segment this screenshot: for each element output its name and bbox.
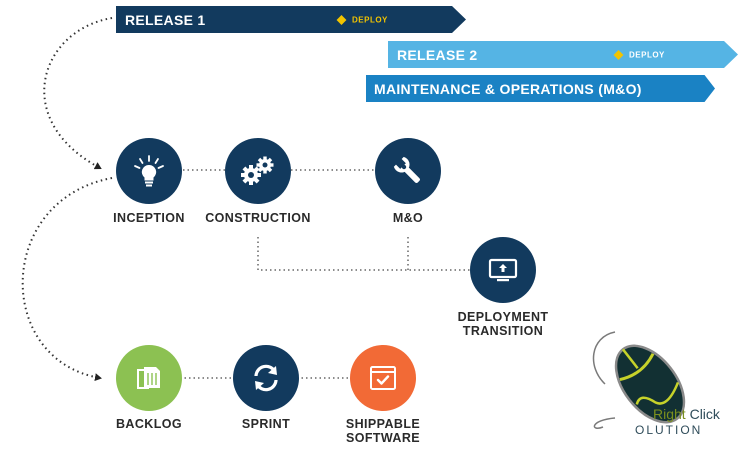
backlog-node bbox=[116, 345, 182, 411]
construction-node bbox=[225, 138, 291, 204]
logo-word-click: Click bbox=[689, 406, 720, 422]
mo-banner: MAINTENANCE & OPERATIONS (M&O) bbox=[366, 75, 715, 102]
documents-icon bbox=[137, 367, 160, 389]
sprint-label: SPRINT bbox=[241, 417, 291, 431]
refresh-cycle-icon bbox=[254, 364, 278, 392]
inception-to-backlog-arrow bbox=[21, 177, 113, 382]
computer-mouse-logo-icon bbox=[592, 331, 686, 429]
monitor-upload-icon bbox=[488, 258, 518, 282]
inception-label: INCEPTION bbox=[113, 211, 185, 225]
logo-wordmark: Right Click bbox=[653, 406, 720, 422]
deployment-connector bbox=[257, 237, 470, 271]
release-2-label: RELEASE 2 bbox=[397, 46, 478, 63]
shippable-software-node bbox=[350, 345, 416, 411]
construction-label: CONSTRUCTION bbox=[205, 211, 311, 225]
shippable-label-line1: SHIPPABLE bbox=[345, 417, 421, 431]
logo-word-solution: OLUTION bbox=[635, 423, 703, 437]
release-1-label: RELEASE 1 bbox=[125, 11, 206, 28]
checked-window-icon bbox=[370, 366, 396, 390]
deploy-diamond-icon bbox=[613, 49, 624, 60]
release-to-inception-arrow bbox=[43, 17, 113, 170]
right-click-solution-logo: Right Click OLUTION bbox=[585, 322, 745, 440]
backlog-label: BACKLOG bbox=[116, 417, 182, 431]
logo-word-right: Right bbox=[653, 406, 686, 422]
lightbulb-icon bbox=[134, 155, 164, 187]
release-1-banner: RELEASE 1 DEPLOY bbox=[116, 6, 466, 33]
inception-node bbox=[116, 138, 182, 204]
deploy-diamond-icon bbox=[336, 14, 347, 25]
gears-icon bbox=[241, 156, 274, 185]
mo-label: M&O bbox=[392, 211, 424, 225]
deployment-label-line1: DEPLOYMENT bbox=[457, 310, 549, 324]
deployment-node bbox=[470, 237, 536, 303]
release-2-deploy-marker: DEPLOY bbox=[613, 49, 665, 60]
wrench-icon bbox=[393, 156, 420, 183]
sprint-node bbox=[233, 345, 299, 411]
mo-banner-label: MAINTENANCE & OPERATIONS (M&O) bbox=[374, 80, 642, 97]
release-1-deploy-marker: DEPLOY bbox=[336, 14, 388, 25]
shippable-software-label: SHIPPABLE SOFTWARE bbox=[318, 417, 448, 445]
release-2-deploy-label: DEPLOY bbox=[629, 50, 665, 59]
release-2-banner: RELEASE 2 DEPLOY bbox=[388, 41, 738, 68]
mo-node bbox=[375, 138, 441, 204]
deployment-label-line2: TRANSITION bbox=[462, 324, 544, 338]
release-1-deploy-label: DEPLOY bbox=[352, 15, 388, 24]
deployment-label: DEPLOYMENT TRANSITION bbox=[438, 310, 568, 338]
shippable-label-line2: SOFTWARE bbox=[345, 431, 421, 445]
